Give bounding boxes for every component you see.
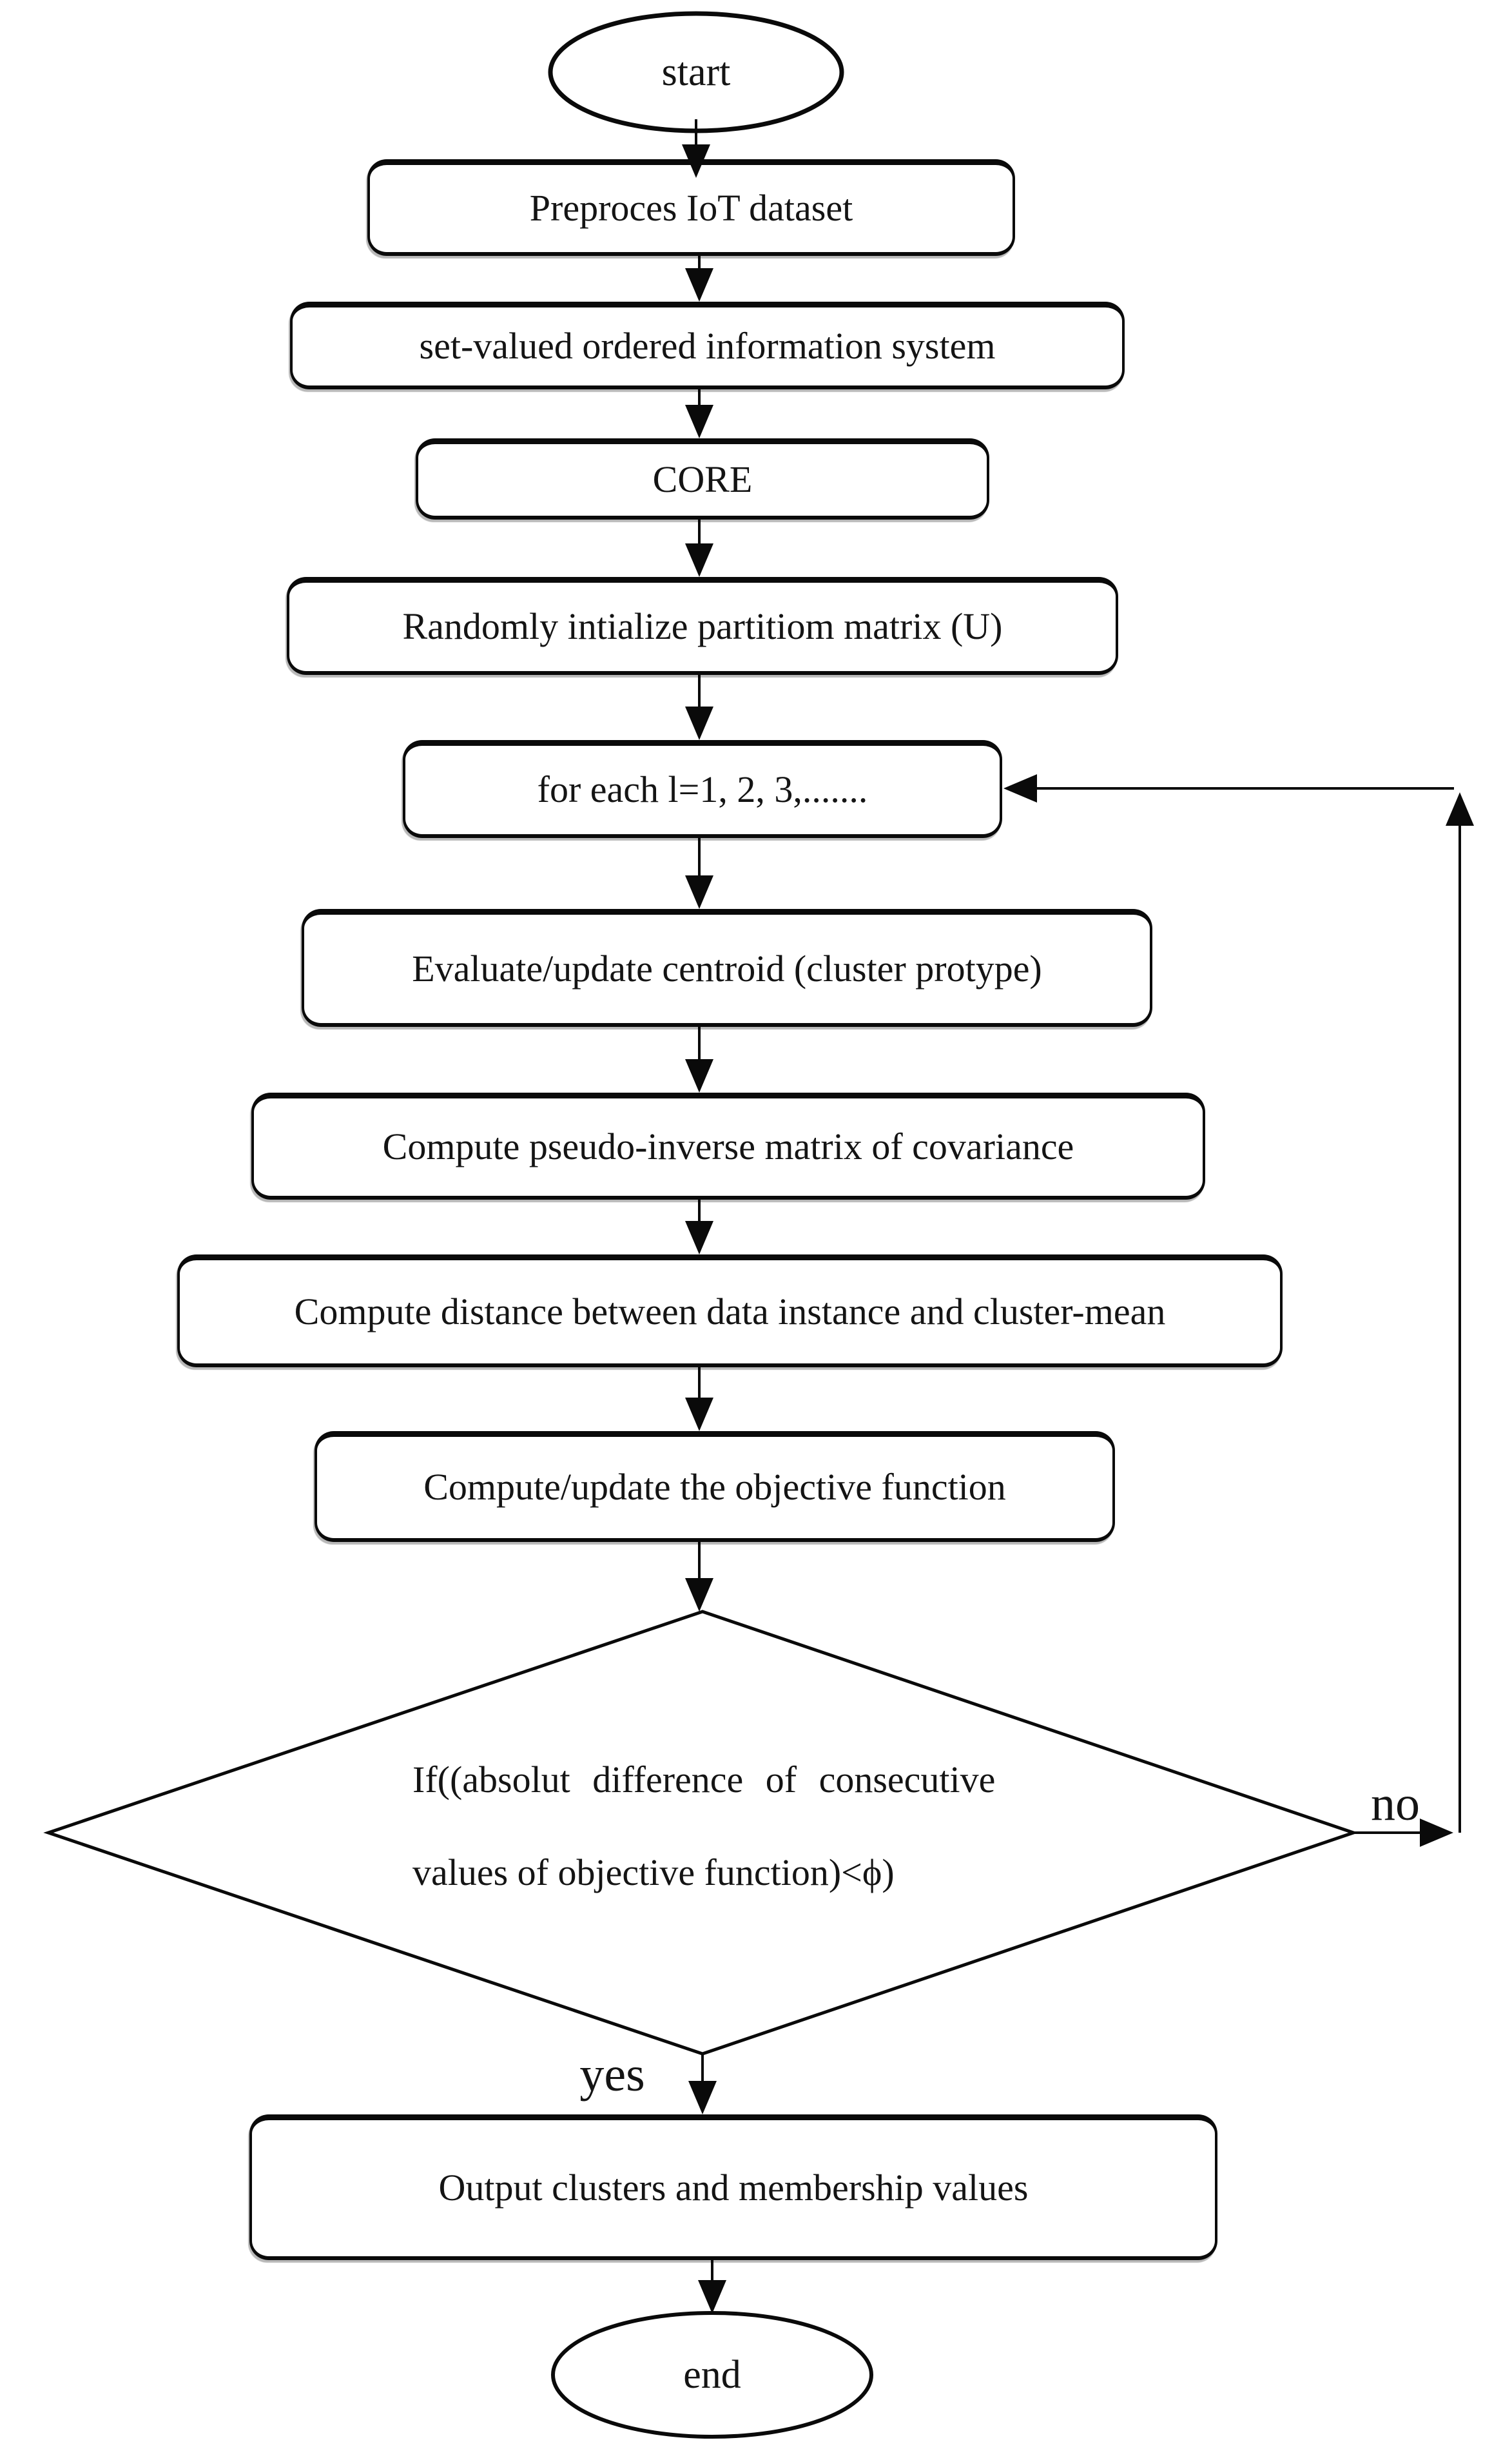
- node-set-valued-ordered-information-system: set-valued ordered information system: [290, 302, 1125, 389]
- node-compute-pseudo-inverse-covariance: Compute pseudo-inverse matrix of covaria…: [251, 1093, 1205, 1200]
- node-core: CORE: [416, 438, 989, 520]
- node-compute-update-objective-function: Compute/update the objective function: [315, 1431, 1115, 1542]
- no-branch-label: no: [1371, 1776, 1420, 1831]
- node-for-each-loop: for each l=1, 2, 3,.......: [403, 740, 1002, 838]
- decision-condition-line-2: values of objective function)<ϕ): [412, 1851, 895, 1893]
- start-terminator-label: start: [661, 50, 731, 94]
- yes-branch-label: yes: [579, 2047, 645, 2102]
- node-randomly-initialize-partition-matrix: Randomly intialize partitiom matrix (U): [287, 577, 1118, 675]
- decision-diamond-shape: [43, 1610, 1359, 2056]
- decision-condition-line-1: If((absolut difference of consecutive: [412, 1758, 996, 1800]
- node-evaluate-update-centroid: Evaluate/update centroid (cluster protyp…: [302, 909, 1152, 1027]
- node-compute-distance: Compute distance between data instance a…: [177, 1254, 1283, 1367]
- node-output-clusters-membership: Output clusters and membership values: [249, 2114, 1217, 2260]
- node-preprocess-iot-dataset: Preproces IoT dataset: [367, 159, 1015, 256]
- end-terminator-label: end: [683, 2352, 741, 2397]
